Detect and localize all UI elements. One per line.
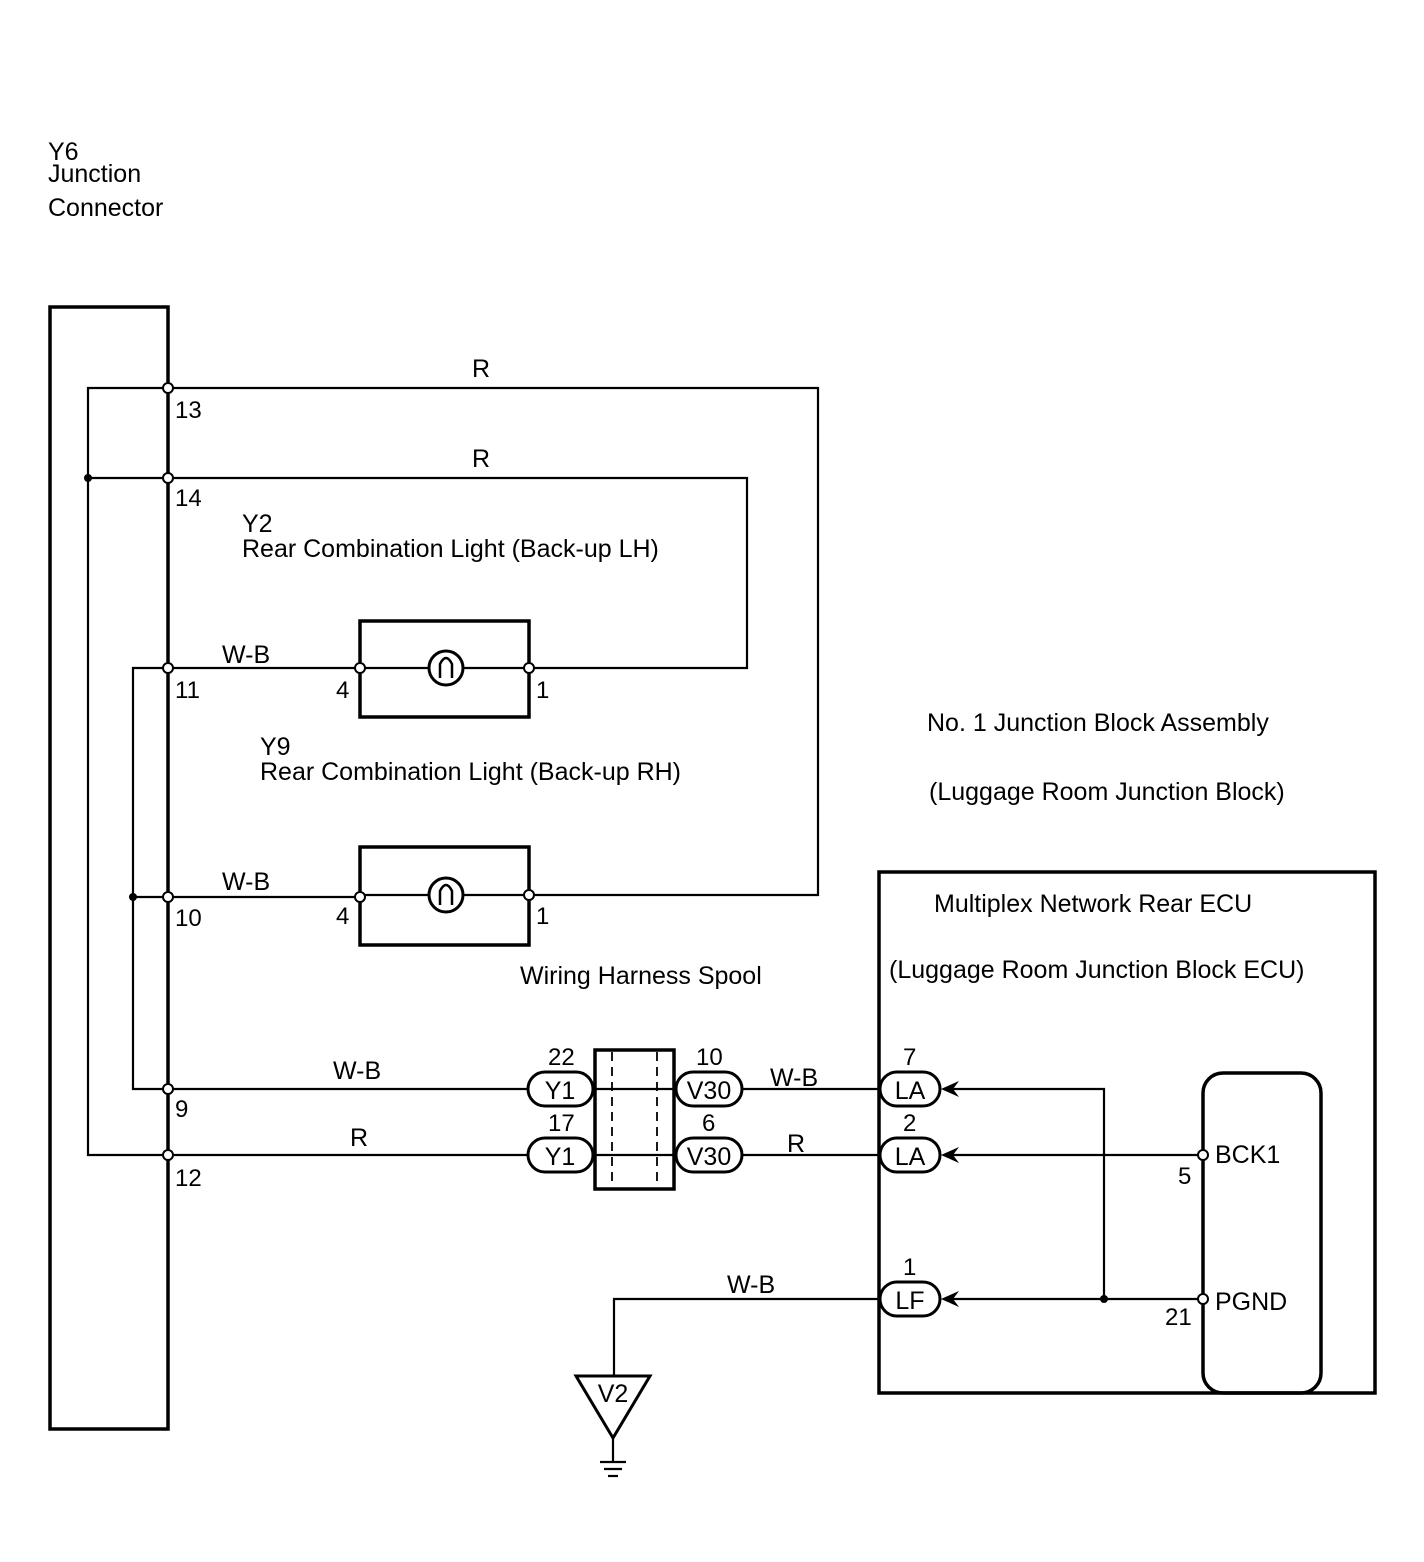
wire-r-bus <box>86 386 168 1157</box>
bulb-icon <box>427 649 465 687</box>
wire-internal-la7 <box>948 1087 1106 1299</box>
lamp-lh-pin-out: 1 <box>536 677 549 704</box>
pin-terminal <box>1197 1293 1209 1305</box>
lamp-rh-code: Y9 <box>260 733 291 761</box>
ground-icon <box>600 1460 626 1478</box>
lamp-lh-pin-in: 4 <box>336 677 349 704</box>
wire-color-label: W-B <box>333 1057 381 1085</box>
ecu-module <box>1201 1071 1323 1395</box>
ecu-terminal-pgnd-pin: 21 <box>1165 1304 1192 1331</box>
pin-terminal <box>1197 1149 1209 1161</box>
connector-v30-top-label: V30 <box>687 1077 731 1105</box>
splice-dot <box>1100 1295 1108 1303</box>
pin-number-7: 7 <box>903 1044 916 1071</box>
ground-code: V2 <box>598 1380 629 1408</box>
wire-lf-wb <box>612 1297 880 1378</box>
pin-terminal <box>523 662 535 674</box>
pin-number-17: 17 <box>548 1110 575 1137</box>
wire-14-r <box>168 476 749 670</box>
junction-connector-name-line2: Connector <box>48 194 163 222</box>
pin-terminal <box>162 472 174 484</box>
junction-block-subtitle: (Luggage Room Junction Block) <box>929 778 1285 806</box>
pin-terminal <box>162 662 174 674</box>
pin-number-12: 12 <box>175 1165 202 1192</box>
pin-number-22: 22 <box>548 1044 575 1071</box>
spool-title: Wiring Harness Spool <box>520 962 762 990</box>
splice-dot <box>84 474 92 482</box>
rear-combination-light-lh: Y2 Rear Combination Light (Back-up LH) 4… <box>242 510 659 719</box>
ecu-subtitle: (Luggage Room Junction Block ECU) <box>889 956 1304 984</box>
connector-la-top <box>878 1070 942 1108</box>
lamp-rh-pin-in: 4 <box>336 903 349 930</box>
lamp-rh-name: Rear Combination Light (Back-up RH) <box>260 758 681 786</box>
ground-triangle-icon <box>573 1374 653 1441</box>
lamp-lh-name: Rear Combination Light (Back-up LH) <box>242 535 659 563</box>
wire-13-r <box>168 386 820 897</box>
connector-lf-label: LF <box>895 1287 924 1315</box>
connector-y1-bottom-label: Y1 <box>545 1143 576 1171</box>
ecu-terminal-bck1-pin: 5 <box>1178 1163 1191 1190</box>
pin-terminal <box>162 1083 174 1095</box>
connector-lf <box>878 1280 942 1318</box>
junction-connector-name-line1: Junction <box>48 160 141 188</box>
ecu-title: Multiplex Network Rear ECU <box>934 890 1252 918</box>
connector-y1-top-label: Y1 <box>545 1077 576 1105</box>
junction-block-body <box>877 870 1377 1395</box>
connector-v30-bottom <box>674 1136 744 1174</box>
female-terminal-icon <box>941 1147 959 1163</box>
wire-color-label: W-B <box>727 1271 775 1299</box>
pin-number-2: 2 <box>903 1110 916 1137</box>
female-terminal-icon <box>941 1291 959 1307</box>
splice-dot <box>129 893 137 901</box>
ground-point-v2: V2 <box>573 1374 653 1478</box>
pin-number-1: 1 <box>903 1254 916 1281</box>
pin-number-14: 14 <box>175 485 202 512</box>
connector-la-bottom-label: LA <box>895 1143 926 1171</box>
connector-y1-top <box>526 1070 595 1108</box>
pin-number-10: 10 <box>175 905 202 932</box>
pin-number-6: 6 <box>702 1110 715 1137</box>
pin-number-9: 9 <box>175 1096 188 1123</box>
female-terminal-icon <box>941 1081 959 1097</box>
wiring-harness-spool: Wiring Harness Spool Y1 Y1 22 17 V30 V30… <box>520 962 762 1191</box>
ecu-terminal-bck1: BCK1 <box>1215 1141 1280 1169</box>
pin-number-10: 10 <box>696 1044 723 1071</box>
pin-terminal <box>523 889 535 901</box>
rear-combination-light-rh: Y9 Rear Combination Light (Back-up RH) 4… <box>260 733 681 947</box>
pin-terminal <box>162 891 174 903</box>
junction-block-title: No. 1 Junction Block Assembly <box>927 709 1269 737</box>
lamp-rh-pin-out: 1 <box>536 903 549 930</box>
pin-number-11: 11 <box>175 677 200 704</box>
connector-v30-top <box>674 1070 744 1108</box>
wire-color-label: W-B <box>222 868 270 896</box>
bulb-icon <box>427 876 465 914</box>
wires <box>86 386 1203 1378</box>
pin-terminal <box>354 891 366 903</box>
junction-connector-y6: Y6 Junction Connector <box>48 138 170 1431</box>
wire-color-label: R <box>472 445 490 473</box>
junction-connector-code: Y6 <box>48 138 79 166</box>
pin-number-13: 13 <box>175 397 202 424</box>
wire-color-label: R <box>472 355 490 383</box>
wire-color-label: W-B <box>222 641 270 669</box>
wire-color-label: R <box>787 1130 805 1158</box>
junction-block-assembly: No. 1 Junction Block Assembly (Luggage R… <box>877 709 1377 1395</box>
lamp-lh-code: Y2 <box>242 510 273 538</box>
ecu-terminal-pgnd: PGND <box>1215 1288 1287 1316</box>
connector-la-bottom <box>878 1136 942 1174</box>
junction-connector-body <box>48 305 170 1431</box>
wire-color-label: R <box>350 1124 368 1152</box>
pin-terminal <box>162 1149 174 1161</box>
connector-la-top-label: LA <box>895 1077 926 1105</box>
wire-color-label: W-B <box>770 1064 818 1092</box>
connector-y1-bottom <box>526 1136 595 1174</box>
spool-body <box>593 1048 676 1191</box>
pin-terminal <box>162 382 174 394</box>
wire-wb-bus <box>131 666 168 1091</box>
pin-terminal <box>354 662 366 674</box>
connector-v30-bottom-label: V30 <box>687 1143 731 1171</box>
